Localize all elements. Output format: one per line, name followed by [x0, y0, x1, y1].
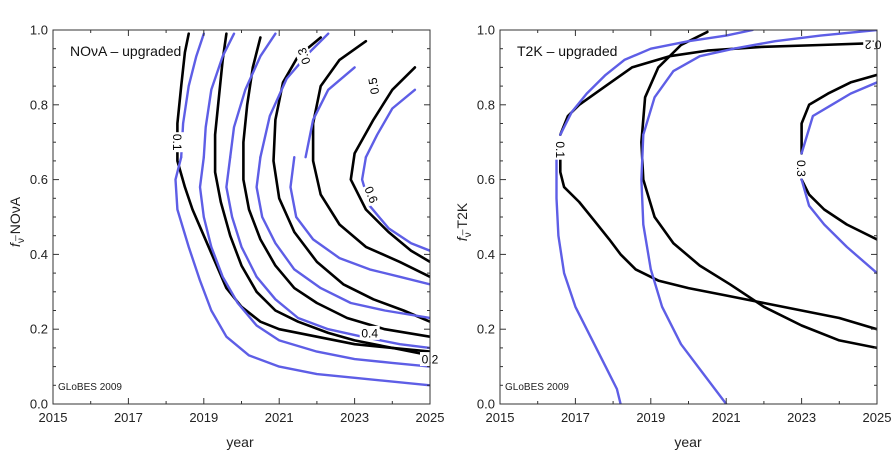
contour-label: 0.5 [365, 76, 382, 95]
y-axis-title: fν̅ NOνA [7, 196, 27, 247]
contour-label-bg [863, 38, 884, 52]
blue-contour-line [360, 156, 430, 252]
black-contour-line [213, 32, 430, 357]
y-tick-label: 0.2 [30, 322, 48, 337]
blue-contour-line [259, 32, 330, 159]
black-contour-line [640, 30, 877, 350]
contour-label: 0.6 [362, 184, 381, 205]
x-tick-label: 2015 [486, 410, 515, 425]
x-tick-label: 2019 [189, 410, 218, 425]
y-axis-title-rest: NOνA [7, 196, 23, 238]
contour-label-group: 0.4 [359, 325, 380, 340]
y-tick-label: 0.6 [477, 172, 495, 187]
x-tick-label: 2017 [114, 410, 143, 425]
y-axis-title-sub: ν̅ [15, 235, 27, 243]
black-contour-line [559, 140, 877, 331]
y-axis-title-main: f [454, 235, 470, 241]
blue-contour-line [642, 30, 877, 136]
blue-contour-line [800, 178, 877, 275]
blue-contour-line [202, 32, 236, 159]
y-tick-label: 0.4 [30, 247, 48, 262]
black-contour-line [800, 73, 877, 155]
x-axis-title: year [226, 434, 254, 450]
contour-label-group: 0.2 [863, 38, 884, 52]
panel-nova: NOνA – upgraded GLoBES 2009 year fν̅ NOν… [7, 23, 444, 451]
credit-label: GLoBES 2009 [505, 382, 569, 393]
contour-label-bg [361, 182, 382, 207]
contour-label-group: 0.3 [794, 158, 809, 179]
x-axis-title: year [674, 434, 702, 450]
black-contour-line [800, 178, 877, 241]
y-tick-label: 0.6 [30, 172, 48, 187]
blue-contour-line [364, 88, 417, 159]
y-tick-label: 0.8 [30, 97, 48, 112]
contour-label-group: 0.1 [170, 132, 185, 153]
contour-label-bg [293, 44, 314, 68]
blue-contour-line [198, 156, 430, 368]
black-contour-line [349, 66, 430, 264]
contour-label: 0.3 [794, 160, 808, 177]
y-axis-title-main: f [7, 241, 23, 247]
contour-label-bg [553, 139, 568, 160]
y-axis-title: fν̅ T2K [454, 202, 474, 241]
contour-label-bg [359, 325, 380, 340]
blue-contour-line [229, 32, 277, 159]
contour-label-bg [364, 75, 383, 98]
x-tick-label: 2015 [39, 410, 68, 425]
blue-contour-line [640, 133, 728, 404]
blue-contour-line [800, 81, 877, 155]
blue-contour-line [304, 66, 356, 159]
contour-group [174, 32, 430, 387]
contour-label: 0.1 [553, 141, 567, 158]
y-tick-label: 0.4 [477, 247, 495, 262]
x-tick-label: 2025 [863, 410, 892, 425]
blue-contour-line [555, 156, 622, 404]
y-tick-label: 0.2 [477, 322, 495, 337]
contour-label: 0.4 [361, 326, 378, 340]
x-tick-label: 2023 [340, 410, 369, 425]
x-tick-label: 2017 [561, 410, 590, 425]
contour-label-group: 0.1 [553, 139, 568, 160]
panel-title: NOνA – upgraded [70, 43, 181, 59]
y-tick-label: 0.0 [30, 397, 48, 412]
x-tick-label: 2021 [265, 410, 294, 425]
y-tick-label: 1.0 [30, 23, 48, 38]
blue-contour-line [174, 156, 430, 387]
x-tick-label: 2021 [712, 410, 741, 425]
y-axis-title-sub: ν̅ [462, 229, 474, 237]
contour-label: 0.3 [295, 45, 314, 66]
y-tick-label: 1.0 [477, 23, 495, 38]
contour-label-bg [170, 132, 185, 153]
contour-label-group: 0.6 [361, 182, 382, 207]
contour-label-group: 0.3 [293, 44, 314, 68]
black-contour-line [176, 32, 430, 353]
y-tick-label: 0.0 [477, 397, 495, 412]
contour-label: 0.2 [865, 38, 882, 52]
x-tick-label: 2025 [416, 410, 445, 425]
x-tick-label: 2023 [787, 410, 816, 425]
blue-contour-line [255, 156, 430, 320]
credit-label: GLoBES 2009 [58, 382, 122, 393]
contour-group [555, 30, 877, 404]
blue-contour-line [559, 30, 754, 136]
black-contour-line [242, 36, 430, 338]
panel-title: T2K – upgraded [517, 43, 617, 59]
x-tick-label: 2019 [636, 410, 665, 425]
blue-contour-line [289, 156, 430, 286]
panel-t2k: T2K – upgraded GLoBES 2009 year fν̅ T2K … [454, 23, 891, 451]
contour-label-bg [794, 158, 809, 179]
contour-label-group: 0.5 [364, 75, 383, 98]
black-contour-line [272, 36, 430, 323]
y-axis-title-rest: T2K [454, 202, 470, 232]
y-tick-label: 0.8 [477, 97, 495, 112]
black-contour-line [311, 39, 430, 279]
contour-label: 0.1 [170, 134, 184, 151]
